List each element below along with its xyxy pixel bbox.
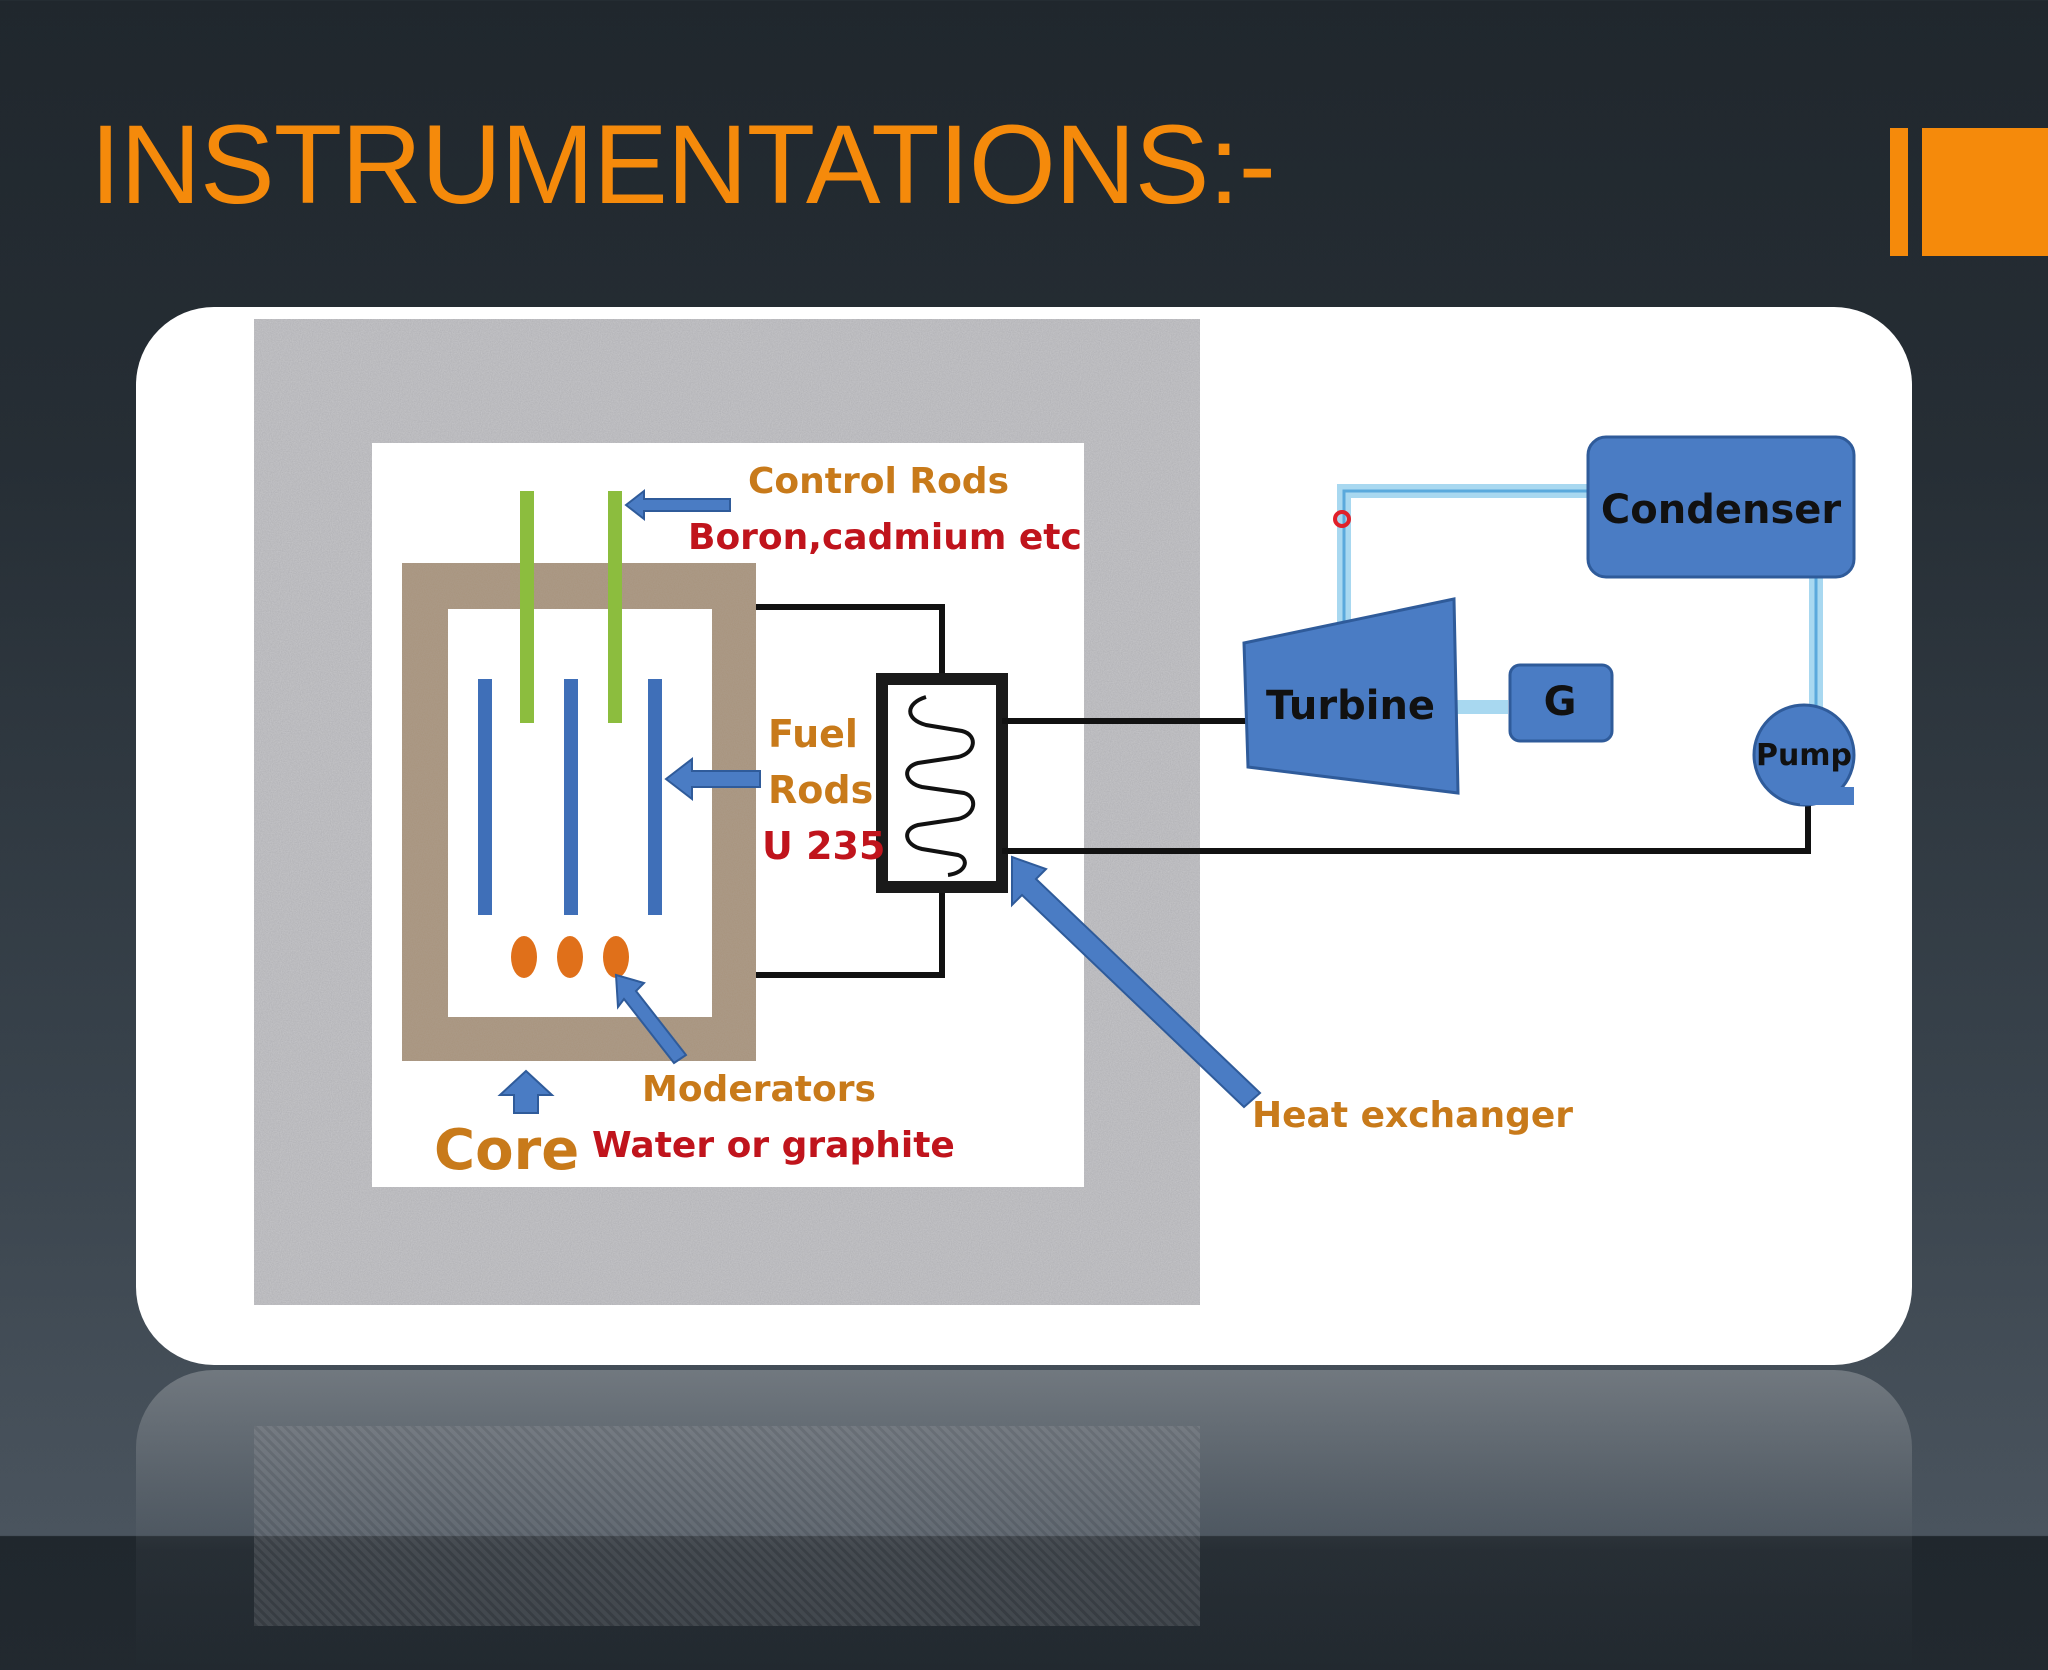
fuel-rod xyxy=(478,679,492,915)
moderators-arrow xyxy=(614,973,688,1065)
heat-exchanger xyxy=(876,673,1008,893)
label-fuel: Fuel xyxy=(768,712,858,756)
moderator-pellet xyxy=(511,936,537,978)
diagram-frame: Control Rods Boron,cadmium etc Fuel Rods… xyxy=(136,307,1912,1365)
steam-pipe-core xyxy=(1342,489,1588,631)
control-rod xyxy=(608,491,622,723)
pump-outlet xyxy=(1800,787,1854,805)
primary-loop-top xyxy=(756,604,945,679)
fuel-rod xyxy=(648,679,662,915)
label-control-rods: Control Rods xyxy=(748,461,1009,502)
turbine xyxy=(1242,597,1460,795)
label-heat-exchanger: Heat exchanger xyxy=(1252,1095,1573,1136)
primary-loop-bottom xyxy=(756,887,945,978)
label-pump: Pump xyxy=(1756,738,1852,773)
slide-title: INSTRUMENTATIONS:- xyxy=(90,102,1276,227)
moderator-pellet xyxy=(557,936,583,978)
control-rod xyxy=(520,491,534,723)
reflection-granite xyxy=(254,1426,1200,1626)
core-arrow xyxy=(497,1069,555,1114)
label-moderators-material: Water or graphite xyxy=(592,1125,955,1166)
label-condenser: Condenser xyxy=(1601,487,1841,533)
label-fuel-type: U 235 xyxy=(762,824,885,868)
fuel-rods-arrow xyxy=(664,756,761,802)
moderator-pellet xyxy=(603,936,629,978)
accent-block xyxy=(1922,128,2048,256)
label-turbine: Turbine xyxy=(1266,683,1435,729)
steam-pipe xyxy=(1337,484,1588,631)
label-moderators: Moderators xyxy=(642,1069,876,1110)
label-control-rods-material: Boron,cadmium etc xyxy=(688,517,1082,558)
control-rods-arrow xyxy=(624,488,731,522)
secondary-line-return xyxy=(1002,797,1811,854)
condenser xyxy=(1586,435,1856,579)
fuel-rod xyxy=(564,679,578,915)
label-rods: Rods xyxy=(768,768,873,812)
accent-bar xyxy=(1890,128,1908,256)
steam-valve-marker xyxy=(1333,510,1351,528)
heat-exchanger-coil xyxy=(905,695,975,877)
label-generator: G xyxy=(1544,679,1577,725)
label-core: Core xyxy=(434,1118,579,1183)
generator xyxy=(1508,663,1614,743)
frame-reflection xyxy=(136,1370,1912,1670)
heat-exchanger-arrow xyxy=(1011,855,1262,1109)
reactor-diagram: Control Rods Boron,cadmium etc Fuel Rods… xyxy=(254,319,1856,1305)
